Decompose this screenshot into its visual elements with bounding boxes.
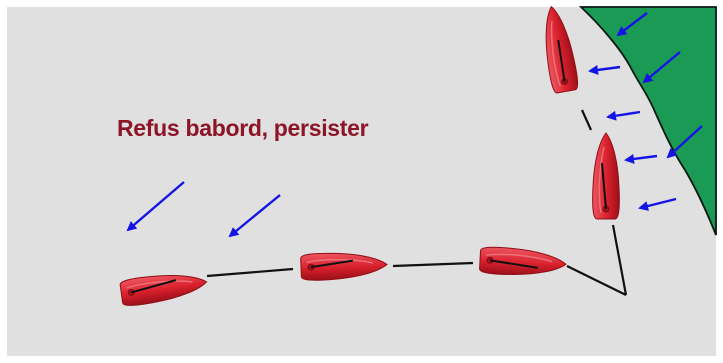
arrow-icon [606, 110, 641, 121]
sailboat-icon [537, 3, 581, 95]
arrow-icon [638, 197, 677, 211]
sailboat-icon [478, 245, 568, 279]
arrow-icon [616, 12, 648, 37]
arrow-icon [126, 181, 185, 232]
sailboat-icon [299, 250, 389, 282]
shoreline [578, 6, 717, 236]
course-track [206, 109, 628, 296]
wind-arrows [126, 12, 703, 238]
boats [118, 3, 621, 308]
arrow-icon [624, 154, 658, 164]
arrow-icon [666, 125, 703, 159]
maneuver-caption: Refus babord, persister [117, 115, 369, 141]
sailboat-icon [118, 267, 210, 308]
sailboat-icon [591, 132, 621, 220]
arrow-icon [588, 64, 621, 75]
arrow-icon [228, 194, 281, 238]
arrow-icon [642, 51, 681, 84]
